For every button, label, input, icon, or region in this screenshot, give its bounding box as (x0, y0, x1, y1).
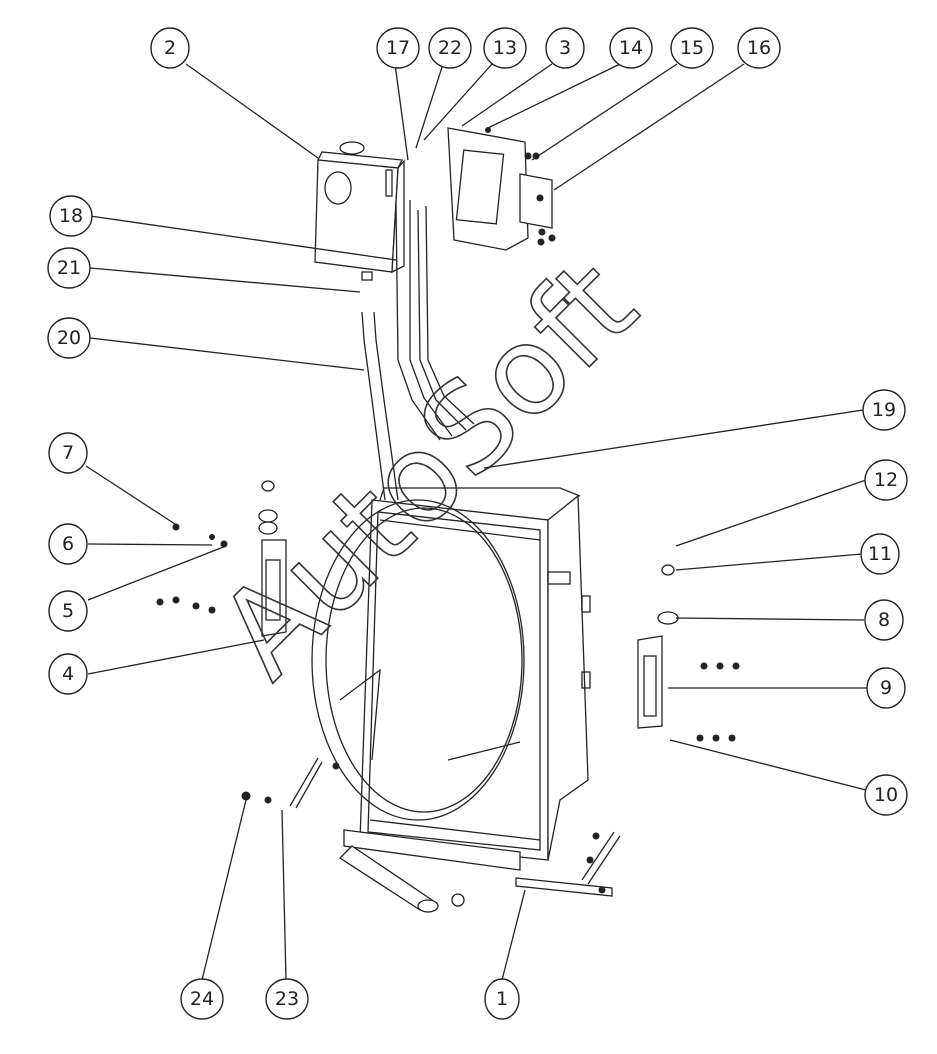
callout-8: 8 (864, 599, 904, 641)
callout-label: 2 (164, 37, 176, 59)
callout-label: 21 (57, 257, 81, 279)
callout-label: 4 (62, 663, 74, 685)
callout-12: 12 (864, 459, 908, 501)
callout-24: 24 (180, 978, 224, 1020)
callout-label: 19 (872, 399, 896, 421)
callout-19: 19 (862, 389, 906, 431)
callout-22: 22 (428, 27, 472, 69)
callout-11: 11 (860, 533, 900, 575)
bottom-tank (338, 829, 613, 913)
callout-label: 22 (438, 37, 462, 59)
callout-15: 15 (670, 27, 714, 69)
callout-label: 10 (874, 784, 898, 806)
right-bracket (637, 564, 740, 742)
callout-label: 9 (880, 677, 892, 699)
callout-1: 1 (484, 978, 520, 1020)
callout-7: 7 (48, 432, 88, 474)
callout-5: 5 (48, 590, 88, 632)
callout-23: 23 (265, 978, 309, 1020)
callout-label: 14 (619, 37, 643, 59)
callout-label: 15 (680, 37, 704, 59)
callout-label: 24 (190, 988, 214, 1010)
callout-label: 6 (62, 533, 74, 555)
callout-label: 16 (747, 37, 771, 59)
callout-label: 5 (62, 600, 74, 622)
mounting-plate (447, 127, 556, 251)
callout-13: 13 (483, 27, 527, 69)
callout-21: 21 (47, 247, 91, 289)
callout-3: 3 (545, 27, 585, 69)
callout-label: 18 (59, 205, 83, 227)
radiator-core (359, 487, 591, 861)
callout-label: 17 (386, 37, 410, 59)
callout-16: 16 (737, 27, 781, 69)
callout-6: 6 (48, 523, 88, 565)
callout-2: 2 (150, 27, 190, 69)
callout-18: 18 (49, 195, 93, 237)
left-bracket (156, 480, 287, 637)
callout-14: 14 (609, 27, 653, 69)
fan-shroud (311, 499, 525, 821)
callout-9: 9 (866, 667, 906, 709)
callout-label: 13 (493, 37, 517, 59)
expansion-tank (314, 141, 405, 281)
callout-label: 1 (496, 988, 508, 1010)
callout-17: 17 (376, 27, 420, 69)
callout-label: 8 (878, 609, 890, 631)
callout-label: 3 (559, 37, 571, 59)
callout-label: 20 (57, 327, 81, 349)
callout-label: 7 (62, 442, 74, 464)
callout-label: 11 (868, 543, 892, 565)
callout-20: 20 (47, 317, 91, 359)
callout-label: 12 (874, 469, 898, 491)
callout-label: 23 (275, 988, 299, 1010)
hoses (361, 200, 475, 501)
tie-rods (241, 757, 621, 894)
callout-4: 4 (48, 653, 88, 695)
leader-lines (85, 63, 867, 981)
callout-10: 10 (864, 774, 908, 816)
